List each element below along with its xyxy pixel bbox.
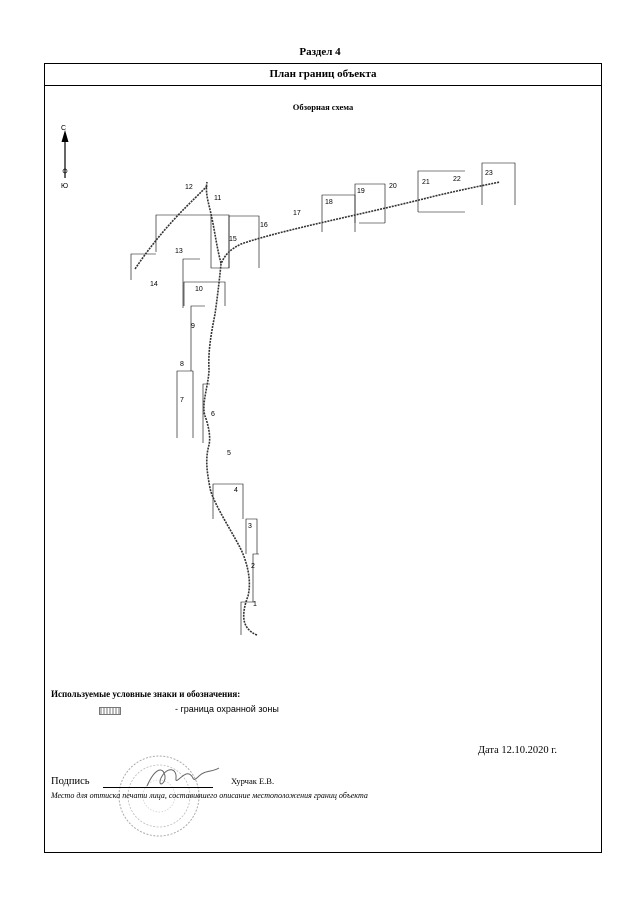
point-label: 15 — [229, 236, 237, 243]
point-label: 11 — [214, 195, 221, 202]
point-label: 21 — [422, 179, 430, 186]
protection-zone-boundary — [134, 181, 501, 636]
point-label: 23 — [485, 170, 493, 177]
point-label: 22 — [453, 176, 461, 183]
section-title: Раздел 4 — [299, 46, 341, 58]
point-label: 18 — [325, 199, 333, 206]
round-seal-stamp — [118, 755, 200, 837]
scheme-title: Обзорная схема — [292, 102, 354, 112]
stamp-note: Место для оттиска печати лица, составивш… — [51, 791, 368, 800]
compass-north-label: С — [61, 125, 66, 132]
legend-title: Используемые условные знаки и обозначени… — [51, 689, 241, 699]
point-label: 2 — [251, 563, 255, 570]
point-label: 14 — [150, 281, 158, 288]
point-label: 13 — [175, 248, 183, 255]
point-label: 16 — [260, 222, 268, 229]
point-label: 6 — [211, 411, 215, 418]
point-label: 12 — [185, 184, 193, 191]
legend-item-label: - граница охранной зоны — [175, 704, 279, 714]
point-label: 1 — [253, 601, 257, 608]
plan-header: План границ объекта — [45, 64, 601, 86]
compass-arrow-icon — [61, 130, 69, 178]
point-label: 8 — [180, 361, 184, 368]
sheet-grid — [130, 162, 516, 635]
signatory-name: Хурчак Е.В. — [231, 776, 275, 786]
signature-label: Подпись — [51, 776, 90, 787]
document-date: Дата 12.10.2020 г. — [477, 745, 557, 756]
point-label: 9 — [191, 323, 195, 330]
point-label: 10 — [195, 286, 203, 293]
overview-scheme-map: С Ю — [61, 125, 516, 636]
document-frame: План границ объекта Обзорная схема С Ю — [44, 63, 602, 853]
point-label: 19 — [357, 188, 365, 195]
point-label: 3 — [248, 523, 252, 530]
handwritten-signature — [146, 767, 220, 787]
point-label: 20 — [389, 183, 397, 190]
point-label: 17 — [293, 210, 301, 217]
point-label: 5 — [227, 450, 231, 457]
dashed-boundary-swatch-icon — [99, 707, 121, 715]
point-label: 4 — [234, 487, 238, 494]
point-label: 7 — [180, 397, 184, 404]
compass-south-label: Ю — [61, 183, 68, 190]
signature-line — [103, 787, 213, 788]
